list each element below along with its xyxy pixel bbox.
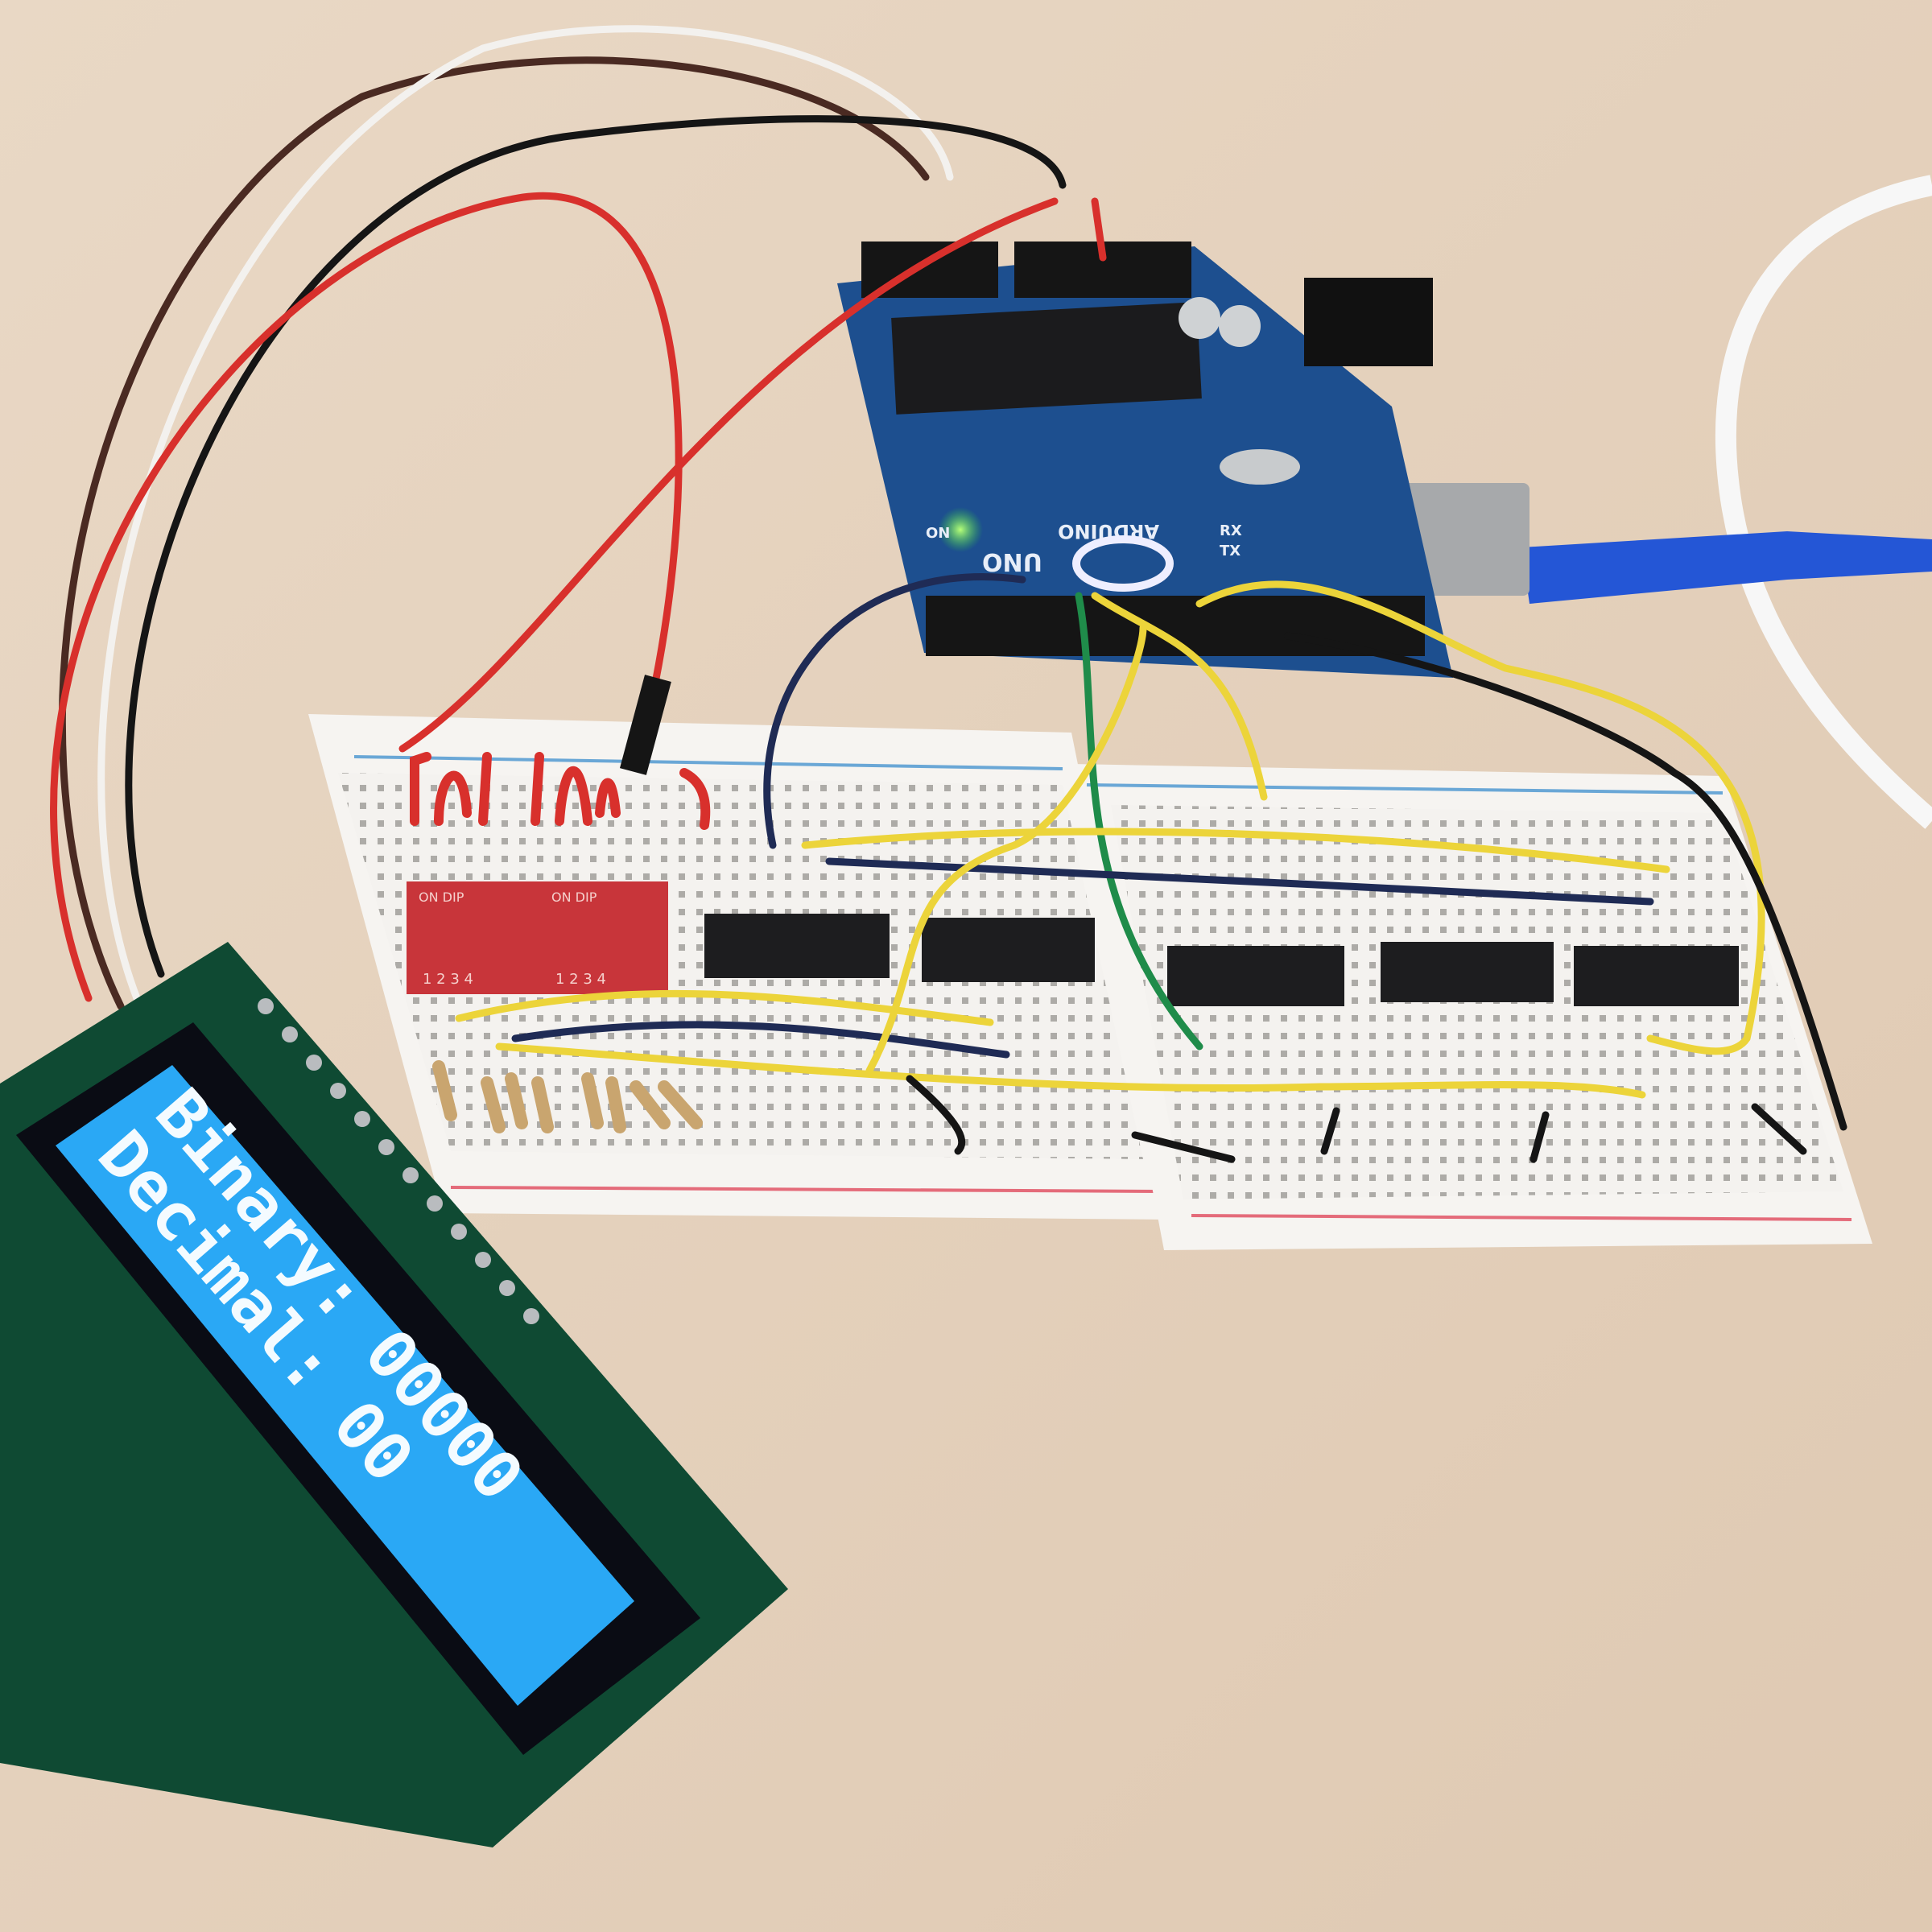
rx-label: RX bbox=[1220, 522, 1242, 539]
power-led bbox=[938, 507, 983, 552]
arduino-uno-board: ON ARDUINO UNO RX TX bbox=[837, 242, 1453, 678]
arduino-logo bbox=[1072, 535, 1174, 592]
capacitor bbox=[1219, 305, 1261, 347]
capacitor bbox=[1179, 297, 1220, 339]
jumper-wires bbox=[50, 25, 1847, 1163]
lcd-pin-header bbox=[258, 998, 539, 1324]
ic-chip bbox=[922, 918, 1095, 982]
tx-label: TX bbox=[1220, 543, 1241, 559]
ic-chip bbox=[1381, 942, 1554, 1002]
power-led-label: ON bbox=[926, 525, 950, 542]
power-jack bbox=[1304, 278, 1433, 366]
model-label: UNO bbox=[982, 547, 1042, 576]
svg-text:ON DIP: ON DIP bbox=[551, 890, 597, 905]
ic-chip bbox=[1167, 946, 1344, 1006]
lcd-backlight bbox=[56, 1065, 634, 1706]
ic-chip bbox=[1574, 946, 1739, 1006]
red-jumper-links bbox=[410, 752, 711, 830]
ic-chips bbox=[704, 914, 1739, 1006]
dip-switch-1: ON DIP 1 2 3 4 bbox=[407, 881, 539, 994]
ic-chip bbox=[704, 914, 890, 978]
female-jumper-header bbox=[619, 675, 671, 775]
svg-text:ON DIP: ON DIP bbox=[419, 890, 464, 905]
atmega-chip bbox=[891, 302, 1202, 415]
white-cable bbox=[1715, 175, 1932, 829]
crystal bbox=[1220, 449, 1300, 485]
resistors bbox=[432, 1060, 703, 1133]
lcd-module: Binary: 00000 Decimal: 00 bbox=[0, 942, 788, 1847]
svg-text:1 2 3 4: 1 2 3 4 bbox=[555, 971, 606, 988]
dip-switch-2: ON DIP 1 2 3 4 bbox=[539, 881, 668, 994]
svg-text:1 2 3 4: 1 2 3 4 bbox=[423, 971, 473, 988]
